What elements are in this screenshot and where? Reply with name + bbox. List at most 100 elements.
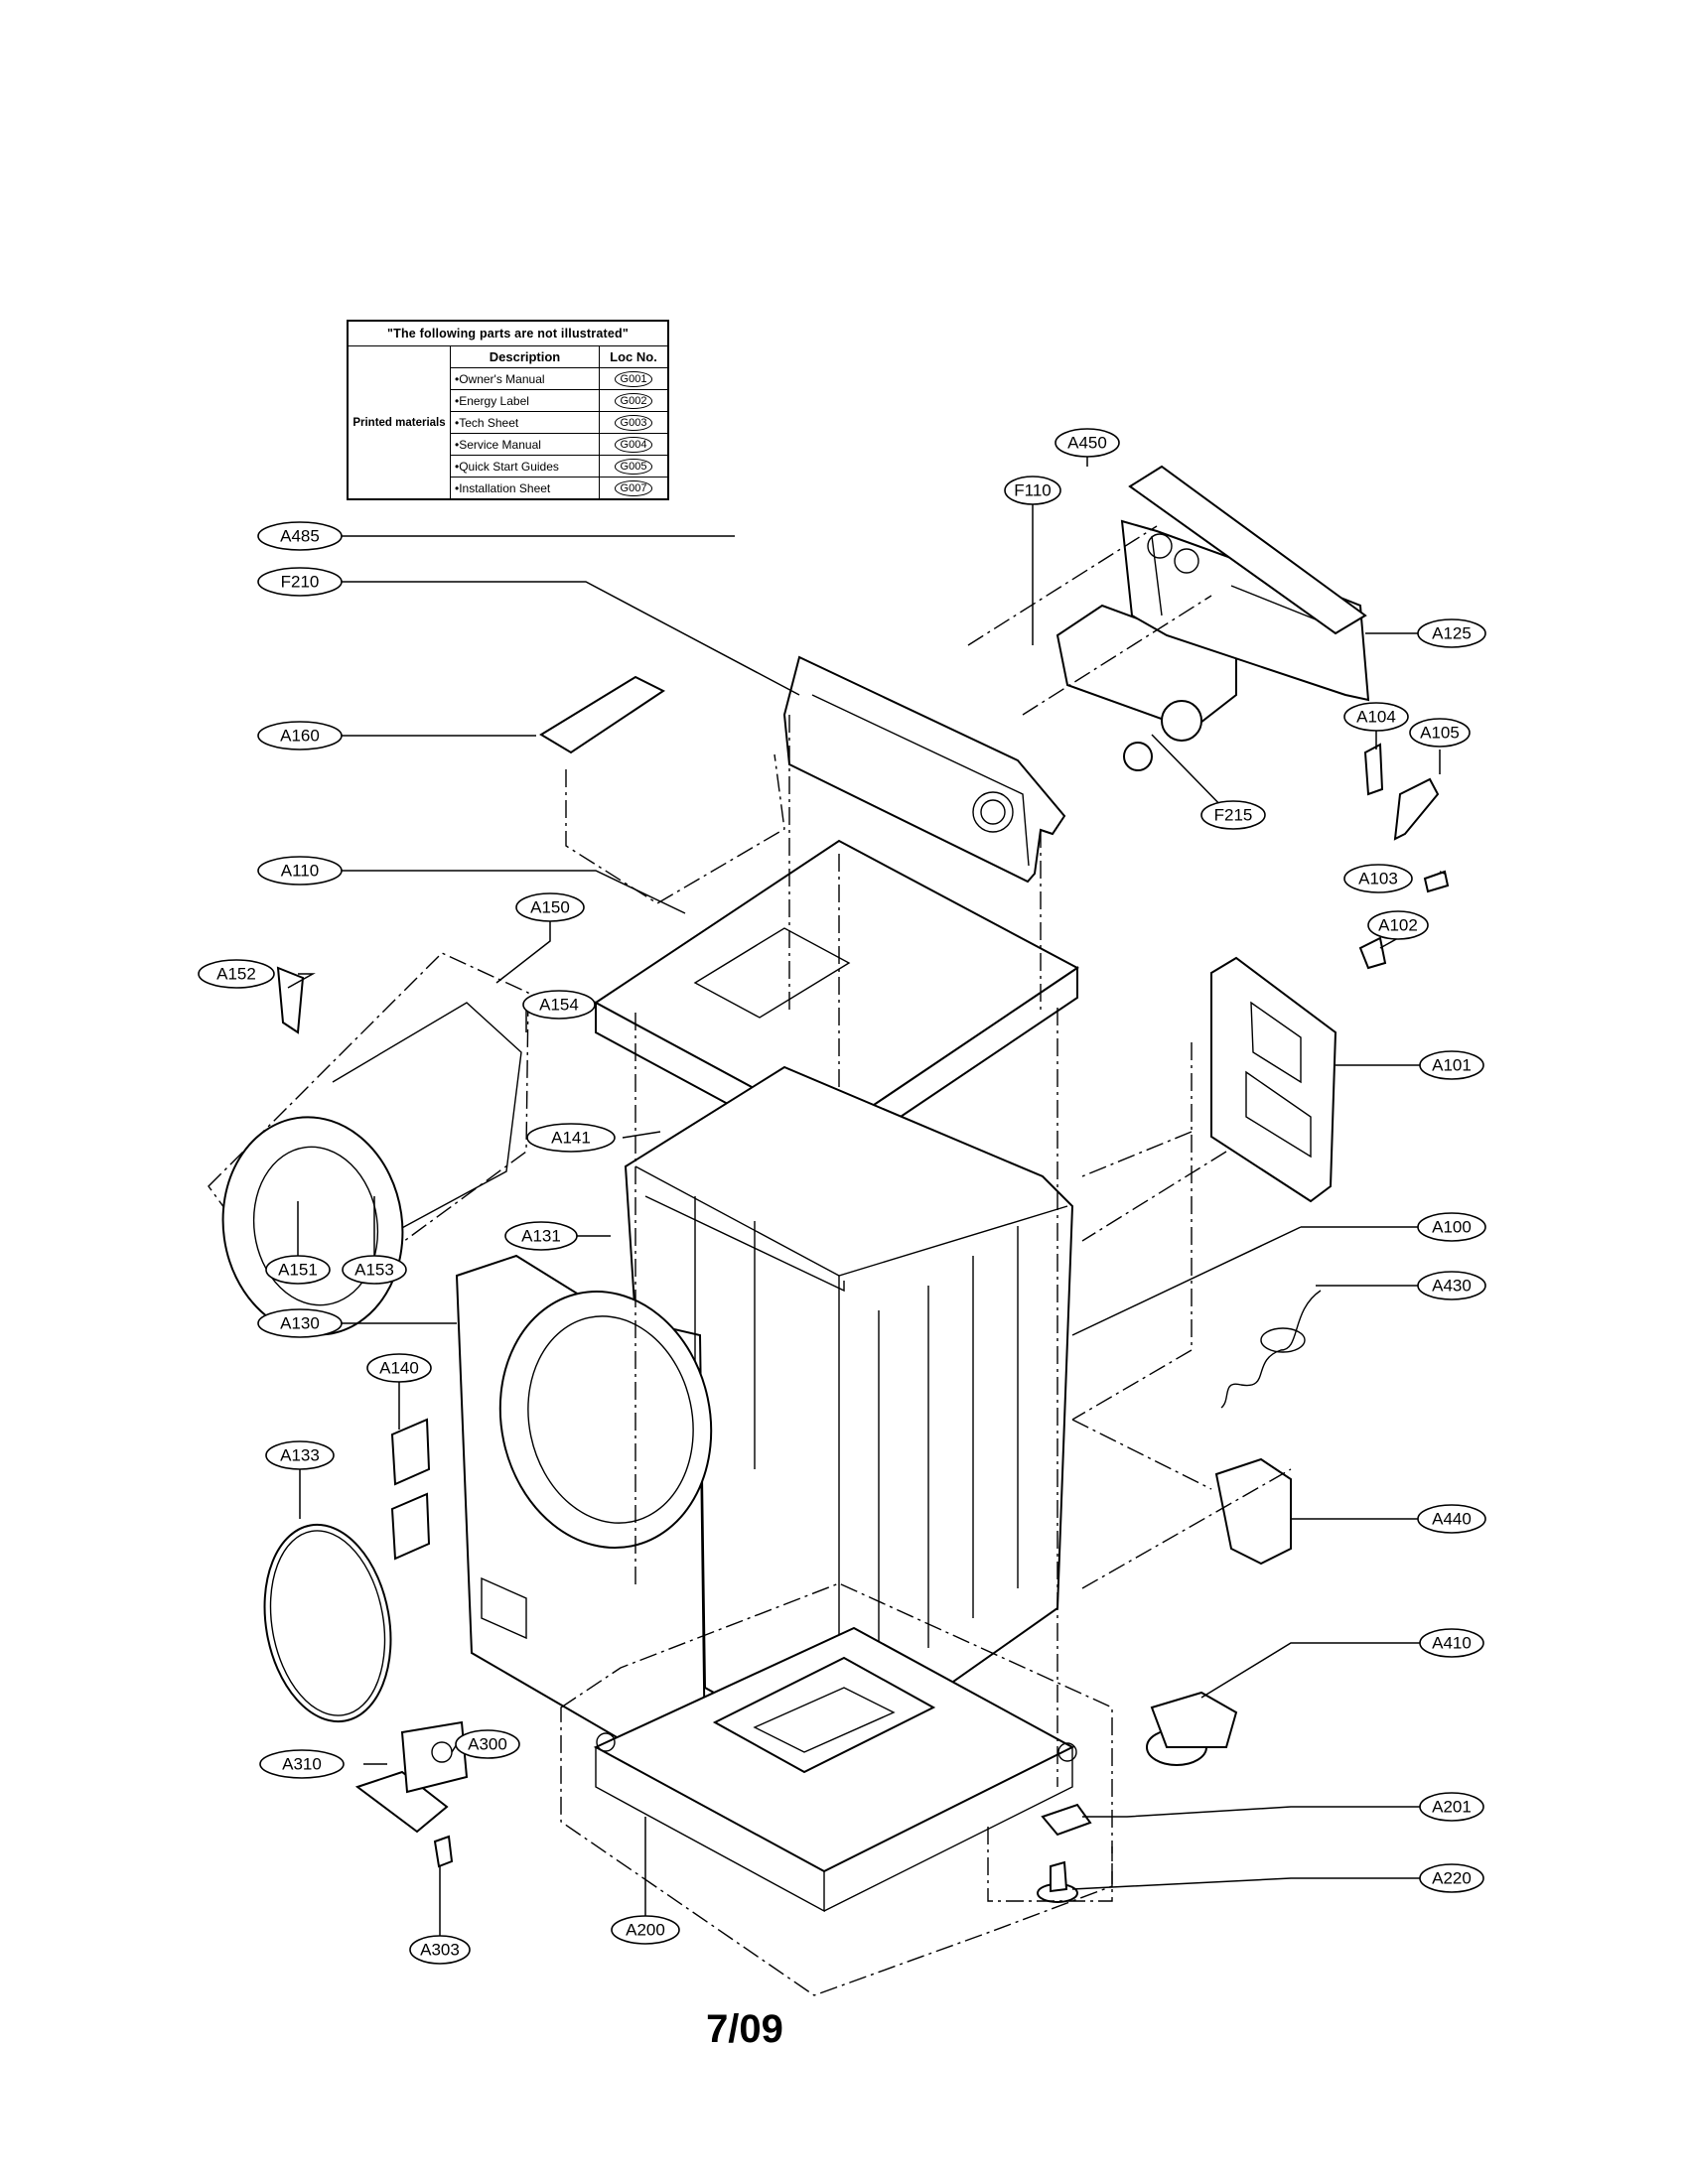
detergent-drawer-part	[539, 675, 785, 904]
svg-text:A140: A140	[379, 1359, 419, 1378]
front-panel-part	[455, 1254, 713, 1779]
table-row: •Service Manual G004	[348, 433, 669, 456]
callout-A140: A140	[366, 1353, 432, 1383]
callout-A410: A410	[1419, 1628, 1484, 1658]
leader-lines	[287, 457, 1446, 1936]
row-loc: G007	[614, 479, 653, 496]
callout-A450: A450	[1055, 428, 1120, 458]
svg-text:A105: A105	[1420, 724, 1460, 743]
callout-A220: A220	[1419, 1863, 1484, 1893]
control-box-part	[1055, 519, 1370, 771]
row-description: •Service Manual	[450, 433, 600, 456]
callout-A102: A102	[1367, 910, 1429, 940]
svg-text:A410: A410	[1432, 1634, 1472, 1653]
svg-text:A150: A150	[530, 898, 570, 917]
page-number: 7/09	[706, 2007, 783, 2051]
gasket-ring-part	[263, 1523, 392, 1723]
svg-text:A125: A125	[1432, 624, 1472, 643]
svg-text:A141: A141	[551, 1129, 591, 1148]
service-cover-part	[354, 1720, 469, 1834]
table-row: •Installation Sheet G007	[348, 477, 669, 500]
svg-text:A430: A430	[1432, 1277, 1472, 1296]
callouts: A485 F210 A160 A110 A150 A152 A154 A141 …	[198, 428, 1486, 1965]
table-row: •Tech Sheet G003	[348, 411, 669, 434]
row-loc: G003	[614, 414, 653, 431]
svg-text:A133: A133	[280, 1446, 320, 1465]
assembly-guide-lines	[634, 525, 1292, 1787]
inlet-valves-part	[1358, 743, 1450, 970]
row-description: •Quick Start Guides	[450, 455, 600, 478]
callout-A303: A303	[409, 1935, 471, 1965]
callout-A201: A201	[1419, 1792, 1484, 1822]
callout-A200: A200	[611, 1915, 680, 1945]
row-loc: G004	[614, 436, 653, 453]
callout-A110: A110	[257, 856, 343, 886]
svg-text:A485: A485	[280, 527, 320, 546]
callout-A160: A160	[257, 721, 343, 751]
callout-A101: A101	[1419, 1050, 1484, 1080]
leveling-leg-part	[987, 1803, 1113, 1903]
callout-A150: A150	[515, 892, 585, 922]
callout-A131: A131	[504, 1221, 578, 1251]
callout-A430: A430	[1417, 1271, 1486, 1300]
rear-panel-part	[1128, 465, 1367, 635]
callout-A310: A310	[259, 1749, 345, 1779]
row-description: •Energy Label	[450, 389, 600, 412]
svg-text:A102: A102	[1378, 916, 1418, 935]
callout-A125: A125	[1417, 618, 1486, 648]
svg-text:A220: A220	[1432, 1869, 1472, 1888]
callout-A154: A154	[522, 990, 596, 1020]
table-row: •Quick Start Guides G005	[348, 455, 669, 478]
callout-A100: A100	[1417, 1212, 1486, 1242]
svg-text:F210: F210	[281, 573, 320, 592]
callout-A105: A105	[1409, 718, 1471, 748]
table-row: •Owner's Manual G001	[348, 367, 669, 390]
svg-text:A103: A103	[1358, 870, 1398, 888]
svg-text:A130: A130	[280, 1314, 320, 1333]
callout-F210: F210	[257, 567, 343, 597]
svg-text:A153: A153	[354, 1261, 394, 1280]
table-title: "The following parts are not illustrated…	[347, 320, 669, 346]
svg-text:F110: F110	[1014, 481, 1052, 500]
description-header: Description	[450, 345, 600, 368]
callout-A151: A151	[265, 1255, 331, 1285]
svg-text:A151: A151	[278, 1261, 318, 1280]
svg-text:A101: A101	[1432, 1056, 1472, 1075]
callout-A152: A152	[198, 959, 275, 989]
svg-text:A303: A303	[420, 1941, 460, 1960]
callout-A440: A440	[1417, 1504, 1486, 1534]
control-panel-part	[782, 655, 1066, 884]
svg-text:A100: A100	[1432, 1218, 1472, 1237]
drain-pump-part	[1146, 1691, 1238, 1766]
svg-text:A160: A160	[280, 727, 320, 746]
callout-A103: A103	[1343, 864, 1413, 893]
row-description: •Tech Sheet	[450, 411, 600, 434]
callout-A141: A141	[526, 1123, 616, 1153]
callout-A153: A153	[342, 1255, 407, 1285]
svg-text:A201: A201	[1432, 1798, 1472, 1817]
rear-cover-part	[1210, 956, 1337, 1203]
callout-A133: A133	[265, 1440, 335, 1470]
category-printed-materials: Printed materials	[347, 345, 451, 500]
loc-no-header: Loc No.	[599, 345, 669, 368]
svg-text:A300: A300	[468, 1735, 507, 1754]
row-description: •Installation Sheet	[450, 477, 600, 500]
callout-A130: A130	[257, 1308, 343, 1338]
svg-text:A440: A440	[1432, 1510, 1472, 1529]
base-part	[560, 1582, 1113, 1996]
table-row: •Energy Label G002	[348, 389, 669, 412]
callout-F215: F215	[1200, 800, 1266, 830]
svg-text:A310: A310	[282, 1755, 322, 1774]
svg-text:A110: A110	[281, 862, 319, 881]
door-lock-part	[1214, 1457, 1292, 1566]
screw-part	[433, 1835, 454, 1868]
callout-A300: A300	[455, 1729, 520, 1759]
row-loc: G005	[614, 458, 653, 475]
svg-text:A131: A131	[521, 1227, 561, 1246]
svg-text:A104: A104	[1356, 708, 1396, 727]
parts-not-illustrated-table: "The following parts are not illustrated…	[347, 320, 669, 500]
hinge-part	[390, 1418, 431, 1561]
power-cord-part	[1220, 1290, 1322, 1409]
svg-text:A450: A450	[1067, 434, 1107, 453]
